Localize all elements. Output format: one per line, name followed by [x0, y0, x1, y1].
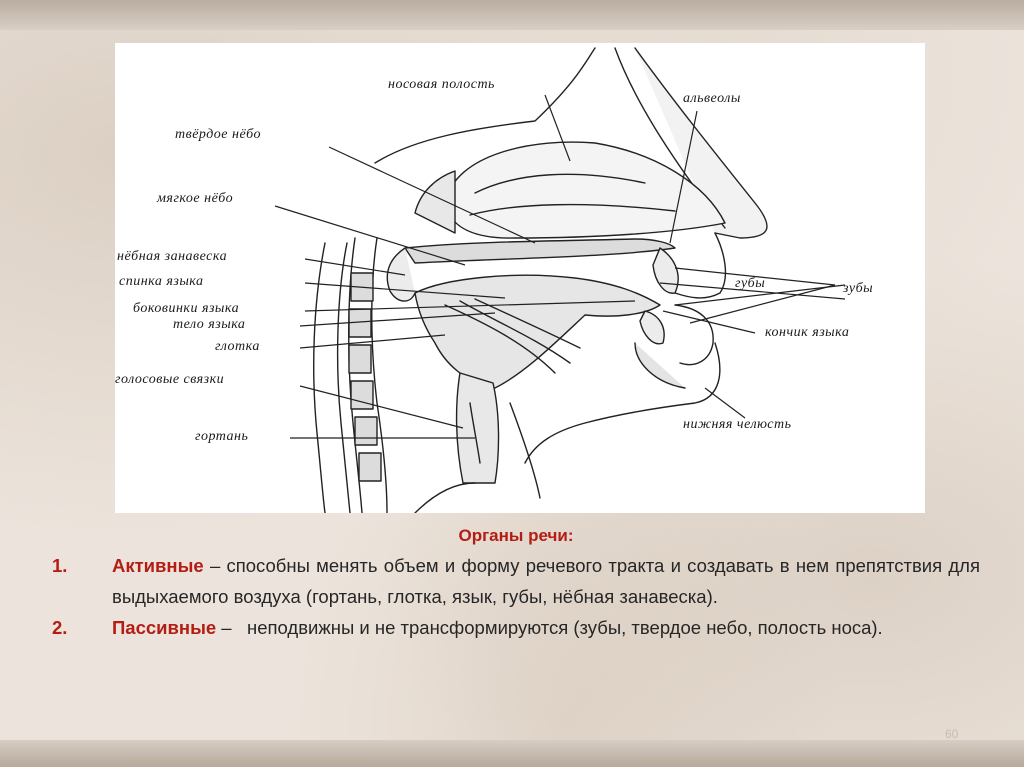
label-velum: нёбная занавеска [117, 249, 228, 264]
label-tongue-sides: боковинки языка [133, 301, 240, 316]
bottom-decor-bar [0, 740, 1024, 767]
label-larynx: гортань [195, 429, 249, 444]
list-number: 1. [52, 555, 68, 576]
spine [336, 242, 351, 513]
label-tongue-tip: кончик языка [765, 325, 850, 340]
slide-number: 60 [945, 727, 959, 741]
list-text: – способны менять объем и форму речевого… [112, 555, 980, 607]
upper-teeth [652, 247, 679, 294]
head-cross-section-drawing [274, 47, 846, 513]
label-vocal-cords: голосовые связки [115, 372, 225, 387]
nasal-cavity-shape [444, 141, 726, 239]
caption-heading: Органы речи: [458, 526, 574, 545]
hard-palate [404, 238, 676, 264]
list-item-active: 1. Активные – способны менять объем и фор… [52, 550, 980, 612]
list-term: Активные [112, 555, 204, 576]
label-lips: губы [735, 276, 766, 291]
label-tongue-back: спинка языка [119, 274, 204, 289]
label-teeth: зубы [843, 281, 874, 296]
list-number: 2. [52, 617, 68, 638]
label-pharynx: глотка [215, 339, 260, 354]
skull-outline [374, 47, 596, 164]
upper-lip [674, 232, 727, 299]
list-text: – неподвижны и не трансформируются (зубы… [216, 617, 883, 638]
label-tongue-body: тело языка [173, 317, 246, 332]
nose-profile [634, 47, 768, 239]
label-lower-jaw: нижняя челюсть [683, 417, 792, 432]
lower-teeth [639, 310, 665, 345]
caption-block: Органы речи: 1. Активные – способны менят… [52, 522, 980, 643]
top-decor-bar [0, 0, 1024, 30]
list-term: Пассивные [112, 617, 217, 638]
list-item-passive: 2. Пассивные – неподвижны и не трансформи… [52, 612, 980, 643]
speech-organs-diagram: носовая полость альвеолы твёрдое нёбо мя… [115, 43, 925, 513]
tongue-shape [414, 274, 661, 389]
larynx [455, 372, 500, 484]
label-nasal-cavity: носовая полость [388, 77, 495, 92]
lower-jaw [524, 342, 721, 464]
label-hard-palate: твёрдое нёбо [175, 127, 262, 142]
label-alveoli: альвеолы [683, 91, 741, 106]
lower-lip [674, 304, 714, 366]
label-soft-palate: мягкое нёбо [157, 191, 234, 206]
